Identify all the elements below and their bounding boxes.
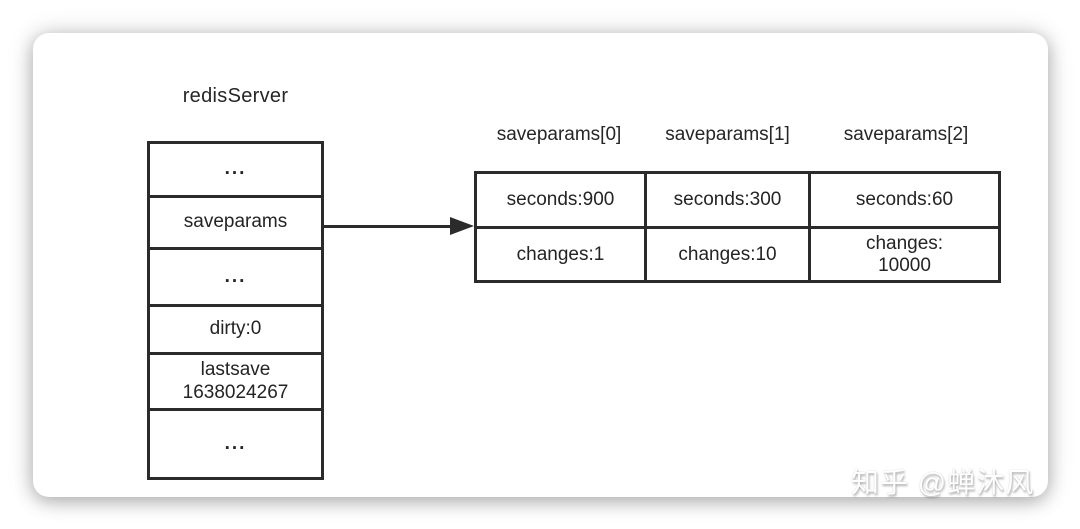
cell-changes-1: changes:10 xyxy=(644,226,808,280)
struct-row-ellipsis-bottom: ... xyxy=(224,432,247,454)
saveparams-array-table: seconds:900 seconds:300 seconds:60 chang… xyxy=(474,171,1001,283)
array-header-2: saveparams[2] xyxy=(843,124,969,145)
struct-row-ellipsis-mid: ... xyxy=(150,250,321,307)
array-header-1: saveparams[1] xyxy=(665,124,790,145)
array-header-0: saveparams[0] xyxy=(496,124,622,145)
diagram-card: redisServer ... saveparams ... dirty:0 l… xyxy=(33,33,1048,497)
cell-seconds-1: seconds:300 xyxy=(644,174,808,226)
pointer-arrow-line xyxy=(324,225,454,228)
cell-seconds-2: seconds:60 xyxy=(808,174,998,226)
zhihu-watermark: 知乎 @蝉沐风 xyxy=(851,467,1035,498)
cell-changes-0: changes:1 xyxy=(477,226,644,280)
cell-changes-2: changes: 10000 xyxy=(808,226,998,280)
struct-row-ellipsis-top: ... xyxy=(150,144,321,198)
struct-title: redisServer xyxy=(182,85,289,107)
saveparams-array-headers: saveparams[0] saveparams[1] saveparams[2… xyxy=(474,124,1001,150)
pointer-arrow-head-icon xyxy=(450,217,474,235)
redis-server-struct-table: ... saveparams ... dirty:0 lastsave 1638… xyxy=(147,141,324,480)
struct-row-dirty: dirty:0 xyxy=(150,307,321,355)
struct-row-saveparams: saveparams xyxy=(150,198,321,250)
struct-row-lastsave: lastsave 1638024267 xyxy=(150,355,321,411)
cell-seconds-0: seconds:900 xyxy=(506,189,615,211)
